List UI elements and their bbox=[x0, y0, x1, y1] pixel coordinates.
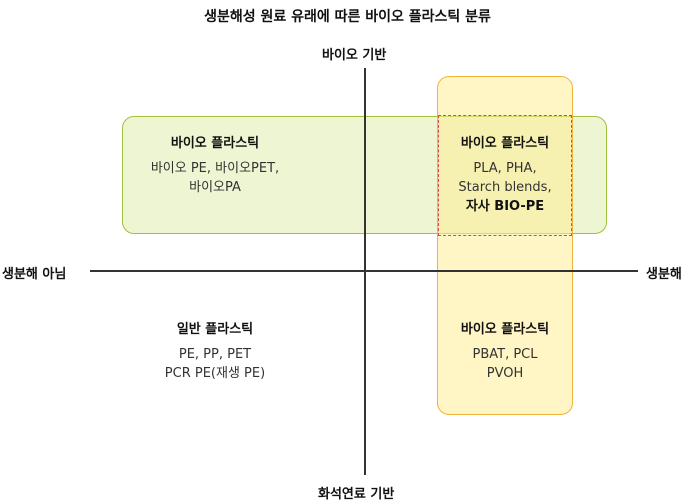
quadrant-heading: 바이오 플라스틱 bbox=[170, 136, 260, 151]
axis-label-right: 생분해 bbox=[646, 267, 682, 282]
quadrant-heading: 바이오 플라스틱 bbox=[460, 136, 550, 151]
axis-label-top: 바이오 기반 bbox=[322, 48, 387, 63]
diagram-title: 생분해성 원료 유래에 따른 바이오 플라스틱 분류 bbox=[204, 9, 491, 25]
company-product-label: 자사 BIO-PE bbox=[465, 199, 545, 214]
quadrant-body: PBAT, PCL PVOH bbox=[438, 345, 572, 383]
axis-label-left: 생분해 아님 bbox=[2, 267, 67, 282]
quadrant-body: PE, PP, PET PCR PE(재생 PE) bbox=[150, 345, 280, 383]
quadrant-line: PCR PE(재생 PE) bbox=[164, 366, 266, 381]
quadrant-heading: 바이오 플라스틱 bbox=[460, 322, 550, 337]
axis-label-bottom: 화석연료 기반 bbox=[318, 487, 395, 502]
quadrant-bottom-right: 바이오 플라스틱 PBAT, PCL PVOH bbox=[438, 318, 572, 383]
quadrant-line: PE, PP, PET bbox=[178, 347, 252, 362]
quadrant-bottom-left: 일반 플라스틱 PE, PP, PET PCR PE(재생 PE) bbox=[150, 318, 280, 383]
quadrant-top-left: 바이오 플라스틱 바이오 PE, 바이오PET, 바이오PA bbox=[150, 132, 280, 197]
quadrant-line: PVOH bbox=[486, 366, 524, 381]
quadrant-heading: 일반 플라스틱 bbox=[176, 322, 254, 337]
biodegradable-region bbox=[437, 76, 573, 415]
quadrant-line: PBAT, PCL bbox=[472, 347, 538, 362]
quadrant-line: PLA, PHA, bbox=[473, 161, 537, 176]
company-highlight-box bbox=[438, 115, 572, 236]
quadrant-top-right: 바이오 플라스틱 PLA, PHA, Starch blends, 자사 BIO… bbox=[438, 132, 572, 216]
quadrant-body: 바이오 PE, 바이오PET, 바이오PA bbox=[150, 159, 280, 197]
quadrant-line: 바이오PA bbox=[189, 180, 241, 195]
vertical-axis bbox=[364, 68, 366, 475]
quadrant-line: Starch blends, bbox=[458, 180, 552, 195]
quadrant-body: PLA, PHA, Starch blends, 자사 BIO-PE bbox=[438, 159, 572, 216]
quadrant-line: 바이오 PE, 바이오PET, bbox=[150, 161, 280, 176]
